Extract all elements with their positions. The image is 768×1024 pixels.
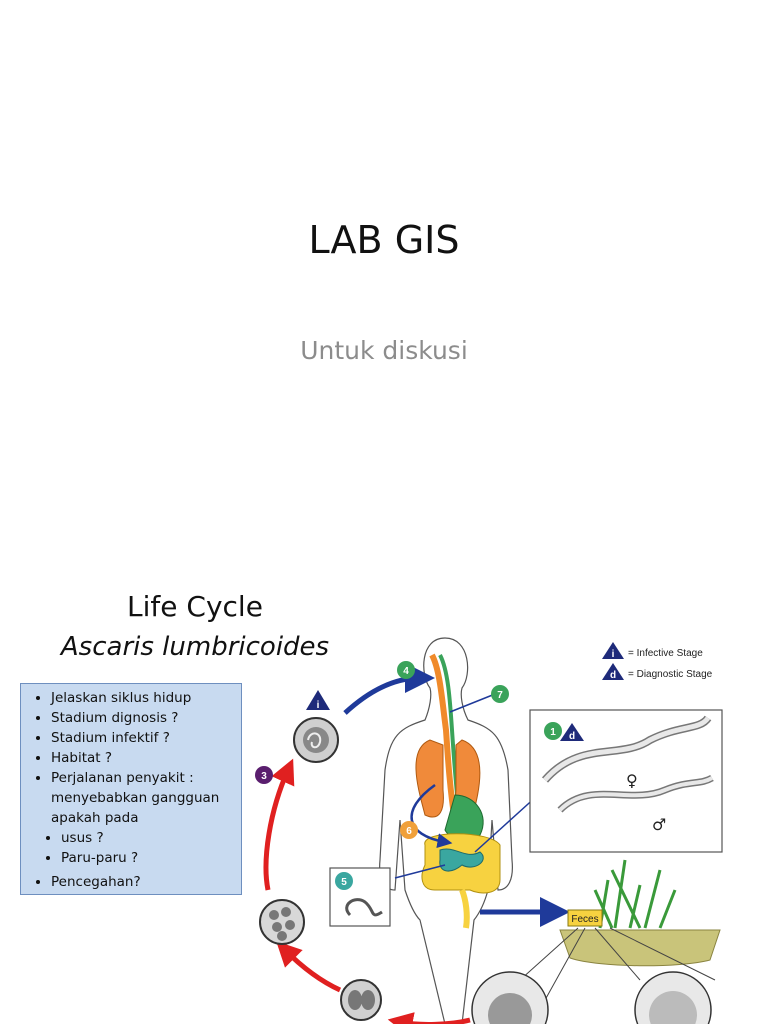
svg-text:5: 5 bbox=[341, 877, 347, 888]
question-item: Stadium infektif ? bbox=[51, 728, 241, 748]
legend-infective-triangle-icon: i bbox=[602, 642, 624, 660]
egg-embryonated-infective bbox=[293, 717, 339, 763]
stage-marker-1: 1 bbox=[544, 722, 562, 740]
stage-marker-3: 3 bbox=[255, 766, 273, 784]
question-item: Stadium dignosis ? bbox=[51, 708, 241, 728]
diagnostic-stage-triangle-icon: d bbox=[560, 723, 584, 742]
sub-question-item: usus ? bbox=[61, 828, 241, 848]
svg-text:i: i bbox=[612, 649, 615, 660]
male-symbol: ♂ bbox=[652, 815, 666, 834]
svg-text:d: d bbox=[610, 670, 616, 681]
slide-subtitle: Untuk diskusi bbox=[300, 336, 468, 365]
sub-question-item: Paru-paru ? bbox=[61, 848, 241, 868]
egg-cleaved bbox=[259, 899, 305, 945]
svg-text:1: 1 bbox=[550, 727, 556, 738]
feces-label: Feces bbox=[571, 914, 598, 925]
egg-unfertilized-magnified bbox=[634, 971, 712, 1024]
question-item: Jelaskan siklus hidup bbox=[51, 688, 241, 708]
legend-diagnostic-label: = Diagnostic Stage bbox=[628, 669, 713, 680]
svg-text:7: 7 bbox=[497, 690, 503, 701]
title-slide: LAB GIS Untuk diskusi bbox=[300, 218, 468, 365]
soil-with-grass: Feces bbox=[519, 859, 721, 1001]
question-item: Habitat ? bbox=[51, 748, 241, 768]
stage-marker-6: 6 bbox=[400, 821, 418, 839]
svg-text:d: d bbox=[569, 731, 575, 742]
question-item: Pencegahan? bbox=[51, 872, 241, 892]
slide-title: LAB GIS bbox=[308, 218, 460, 262]
female-symbol: ♀ bbox=[626, 771, 638, 790]
life-cycle-slide: Life Cycle Ascaris lumbricoides Jelaskan… bbox=[0, 560, 768, 1024]
legend-infective-label: = Infective Stage bbox=[628, 648, 703, 659]
legend: i = Infective Stage d = Diagnostic Stage bbox=[602, 642, 713, 681]
species-name: Ascaris lumbricoides bbox=[60, 632, 330, 662]
life-cycle-diagram: ♀ ♂ Feces 4 bbox=[255, 637, 723, 1024]
legend-diagnostic-triangle-icon: d bbox=[602, 663, 624, 681]
question-box: Jelaskan siklus hidup Stadium dignosis ?… bbox=[20, 683, 242, 895]
lung-left bbox=[415, 739, 444, 818]
infective-stage-triangle-icon: i bbox=[306, 690, 330, 711]
egg-two-cell bbox=[340, 979, 382, 1021]
svg-text:4: 4 bbox=[403, 666, 409, 677]
life-cycle-title: Life Cycle bbox=[127, 590, 263, 623]
egg-fertilized-magnified bbox=[471, 971, 549, 1024]
stage-marker-5: 5 bbox=[335, 872, 353, 890]
svg-text:3: 3 bbox=[261, 771, 267, 782]
stage-marker-4: 4 bbox=[397, 661, 415, 679]
svg-text:i: i bbox=[317, 700, 320, 711]
stage-marker-7: 7 bbox=[491, 685, 509, 703]
question-item: Perjalanan penyakit : menyebabkan ganggu… bbox=[51, 768, 241, 828]
adult-worms-panel: ♀ ♂ bbox=[529, 709, 723, 853]
svg-text:6: 6 bbox=[406, 826, 412, 837]
